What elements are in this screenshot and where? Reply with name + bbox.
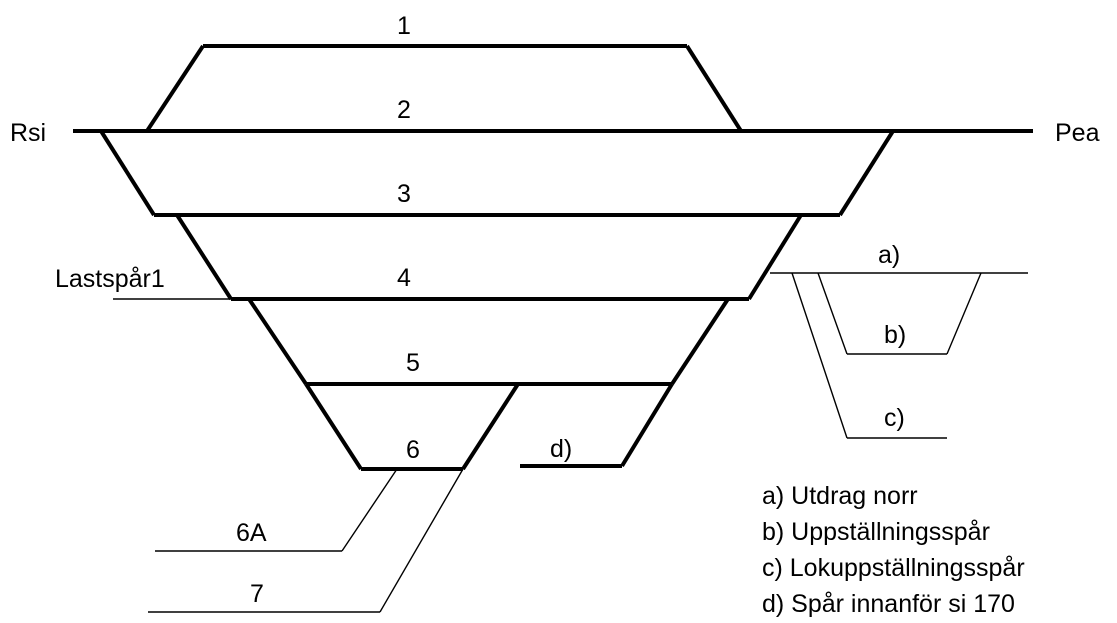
lastspar1-label: Lastspår1 — [55, 265, 165, 293]
track-c-lokuppstallning — [791, 272, 947, 439]
station-left-label: Rsi — [10, 119, 46, 147]
track-5 — [247, 297, 730, 386]
side-track-b-label: b) — [884, 321, 906, 349]
track-6a — [155, 468, 398, 552]
side-track-a-label: a) — [878, 241, 900, 269]
legend-item-d: d) Spår innanför si 170 — [762, 590, 1015, 618]
track-1-label: 1 — [397, 12, 411, 40]
legend-item-a: a) Utdrag norr — [762, 482, 918, 510]
track-4-label: 4 — [397, 264, 411, 292]
track-3 — [99, 129, 895, 217]
legend: a) Utdrag norr b) Uppställningsspår c) L… — [762, 482, 1025, 618]
track-5-label: 5 — [406, 349, 420, 377]
track-d — [520, 382, 674, 468]
track-7 — [148, 468, 464, 613]
track-6 — [304, 382, 520, 471]
track-7-label: 7 — [250, 580, 264, 608]
track-2-label: 2 — [397, 96, 411, 124]
station-right-label: Pea — [1055, 119, 1100, 147]
side-track-c-label: c) — [884, 404, 905, 432]
legend-item-b: b) Uppställningsspår — [762, 518, 990, 546]
legend-item-c: c) Lokuppställningsspår — [762, 554, 1025, 582]
track-6a-label: 6A — [236, 519, 267, 547]
side-track-d-label: d) — [550, 435, 572, 463]
track-1 — [145, 44, 743, 133]
track-6-label: 6 — [406, 436, 420, 464]
track-b-uppstallning — [817, 272, 982, 355]
track-4 — [175, 213, 803, 301]
track-3-label: 3 — [397, 180, 411, 208]
